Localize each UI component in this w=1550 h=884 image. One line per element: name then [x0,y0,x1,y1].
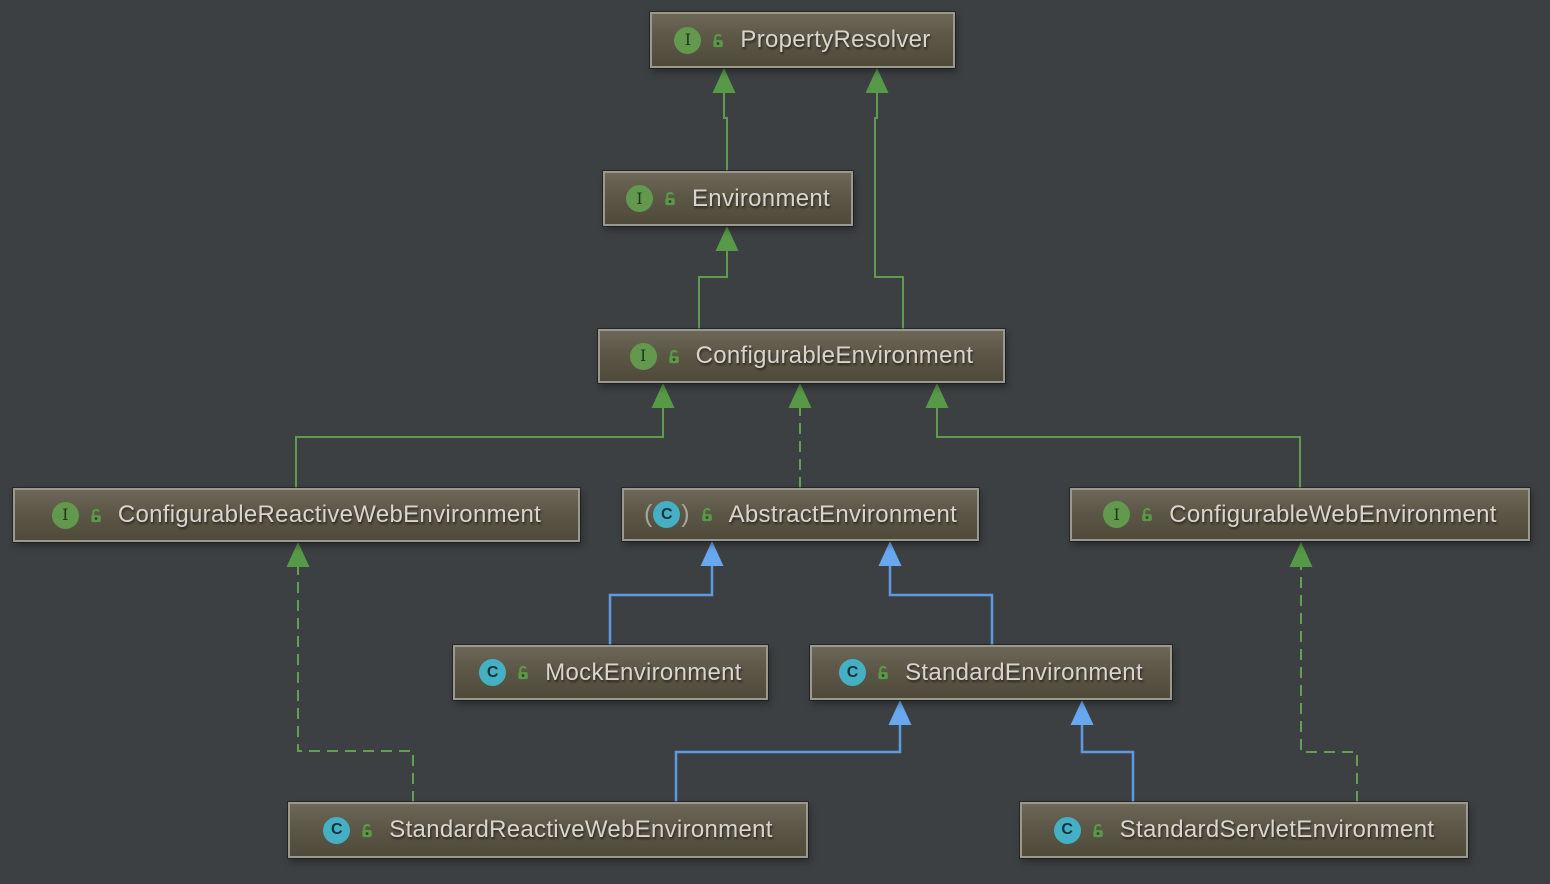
class-icon: C [1053,816,1081,844]
edge-configurableenvironment-extends-environment [698,226,739,329]
public-lock-icon [1092,823,1103,837]
class-name-label: StandardEnvironment [905,658,1143,686]
public-lock-icon [878,665,888,680]
interface-icon: I [625,185,653,212]
edge-standardreactivewebenvironment-extends-standardenvironment [674,700,912,802]
edge-abstractenvironment-implements-configurableenvironment [788,383,812,488]
public-lock-icon [701,507,712,522]
node-configurable-reactive-web-environment[interactable]: I ConfigurableReactiveWebEnvironment [13,488,580,542]
edge-configurablereactivewebenvironment-extends-configurableenvironment [295,383,675,488]
interface-icon: I [674,26,702,54]
edge-standardreactivewebenvironment-implements-configurablereactivewebenvironment [286,542,414,802]
class-name-label: PropertyResolver [740,26,931,53]
interface-icon: I [1103,501,1131,528]
class-icon: C [839,659,867,686]
node-environment[interactable]: I Environment [603,171,853,226]
class-name-label: ConfigurableWebEnvironment [1169,500,1497,528]
public-lock-icon [518,665,528,680]
interface-icon: I [629,342,657,370]
abstract-class-icon: C [644,500,690,529]
node-configurable-environment[interactable]: I ConfigurableEnvironment [598,329,1005,383]
class-name-label: Environment [691,184,831,212]
interface-icon: I [51,501,79,529]
class-name-label: ConfigurableEnvironment [695,342,974,369]
edge-standardenvironment-extends-abstractenvironment [878,541,994,645]
class-name-label: StandardServletEnvironment [1119,816,1435,843]
public-lock-icon [665,191,675,206]
node-mock-environment[interactable]: C MockEnvironment [453,645,768,700]
edge-environment-extends-propertyresolver [712,68,736,171]
class-name-label: AbstractEnvironment [728,500,958,528]
edge-configurablewebenvironment-extends-configurableenvironment [925,383,1301,488]
class-icon: C [479,659,507,686]
public-lock-icon [362,823,373,837]
class-name-label: ConfigurableReactiveWebEnvironment [117,501,542,528]
class-icon: C [323,816,351,844]
edge-standardservletenvironment-extends-standardenvironment [1070,700,1135,802]
public-lock-icon [713,33,724,47]
node-abstract-environment[interactable]: C AbstractEnvironment [622,488,979,541]
edge-mockenvironment-extends-abstractenvironment [608,541,724,645]
class-name-label: StandardReactiveWebEnvironment [389,816,773,843]
public-lock-icon [91,508,101,522]
node-property-resolver[interactable]: I PropertyResolver [650,12,955,68]
class-name-label: MockEnvironment [545,658,742,686]
node-standard-servlet-environment[interactable]: C StandardServletEnvironment [1020,802,1468,858]
node-standard-reactive-web-environment[interactable]: C StandardReactiveWebEnvironment [288,802,808,858]
node-configurable-web-environment[interactable]: I ConfigurableWebEnvironment [1070,488,1530,541]
public-lock-icon [668,349,679,363]
edge-standardservletenvironment-implements-configurablewebenvironment [1289,542,1358,802]
edge-configurableenvironment-extends-propertyresolver [865,68,904,329]
node-standard-environment[interactable]: C StandardEnvironment [810,645,1172,700]
public-lock-icon [1142,507,1152,522]
